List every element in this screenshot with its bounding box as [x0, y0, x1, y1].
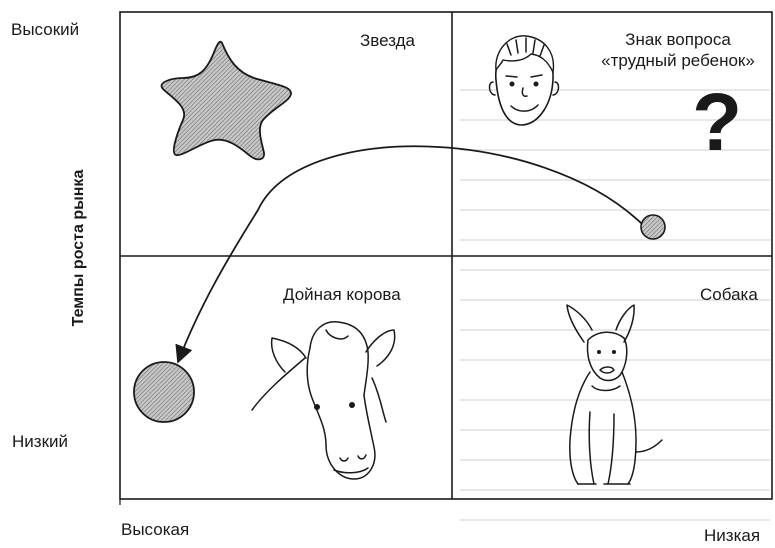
large-position-circle	[134, 362, 194, 422]
quadrant-question-label-line2: «трудный ребенок»	[578, 51, 775, 71]
quadrant-dog-label: Собака	[700, 285, 758, 305]
question-mark-icon: ?	[692, 82, 742, 164]
small-position-circle	[641, 215, 665, 239]
cow-icon	[252, 322, 395, 479]
y-axis-low-label: Низкий	[12, 432, 68, 452]
y-axis-title: Темпы роста рынка	[70, 170, 88, 327]
x-axis-low-label: Низкая	[704, 526, 760, 546]
quadrant-star-label: Звезда	[360, 31, 415, 51]
y-axis-high-label: Высокий	[11, 20, 79, 40]
star-icon	[161, 42, 291, 160]
x-axis-high-label: Высокая	[121, 520, 189, 540]
quadrant-cash-cow-label: Дойная корова	[283, 285, 401, 305]
dog-icon	[567, 305, 662, 484]
child-face-icon	[489, 36, 558, 125]
quadrant-question-label-line1: Знак вопроса	[598, 30, 758, 50]
